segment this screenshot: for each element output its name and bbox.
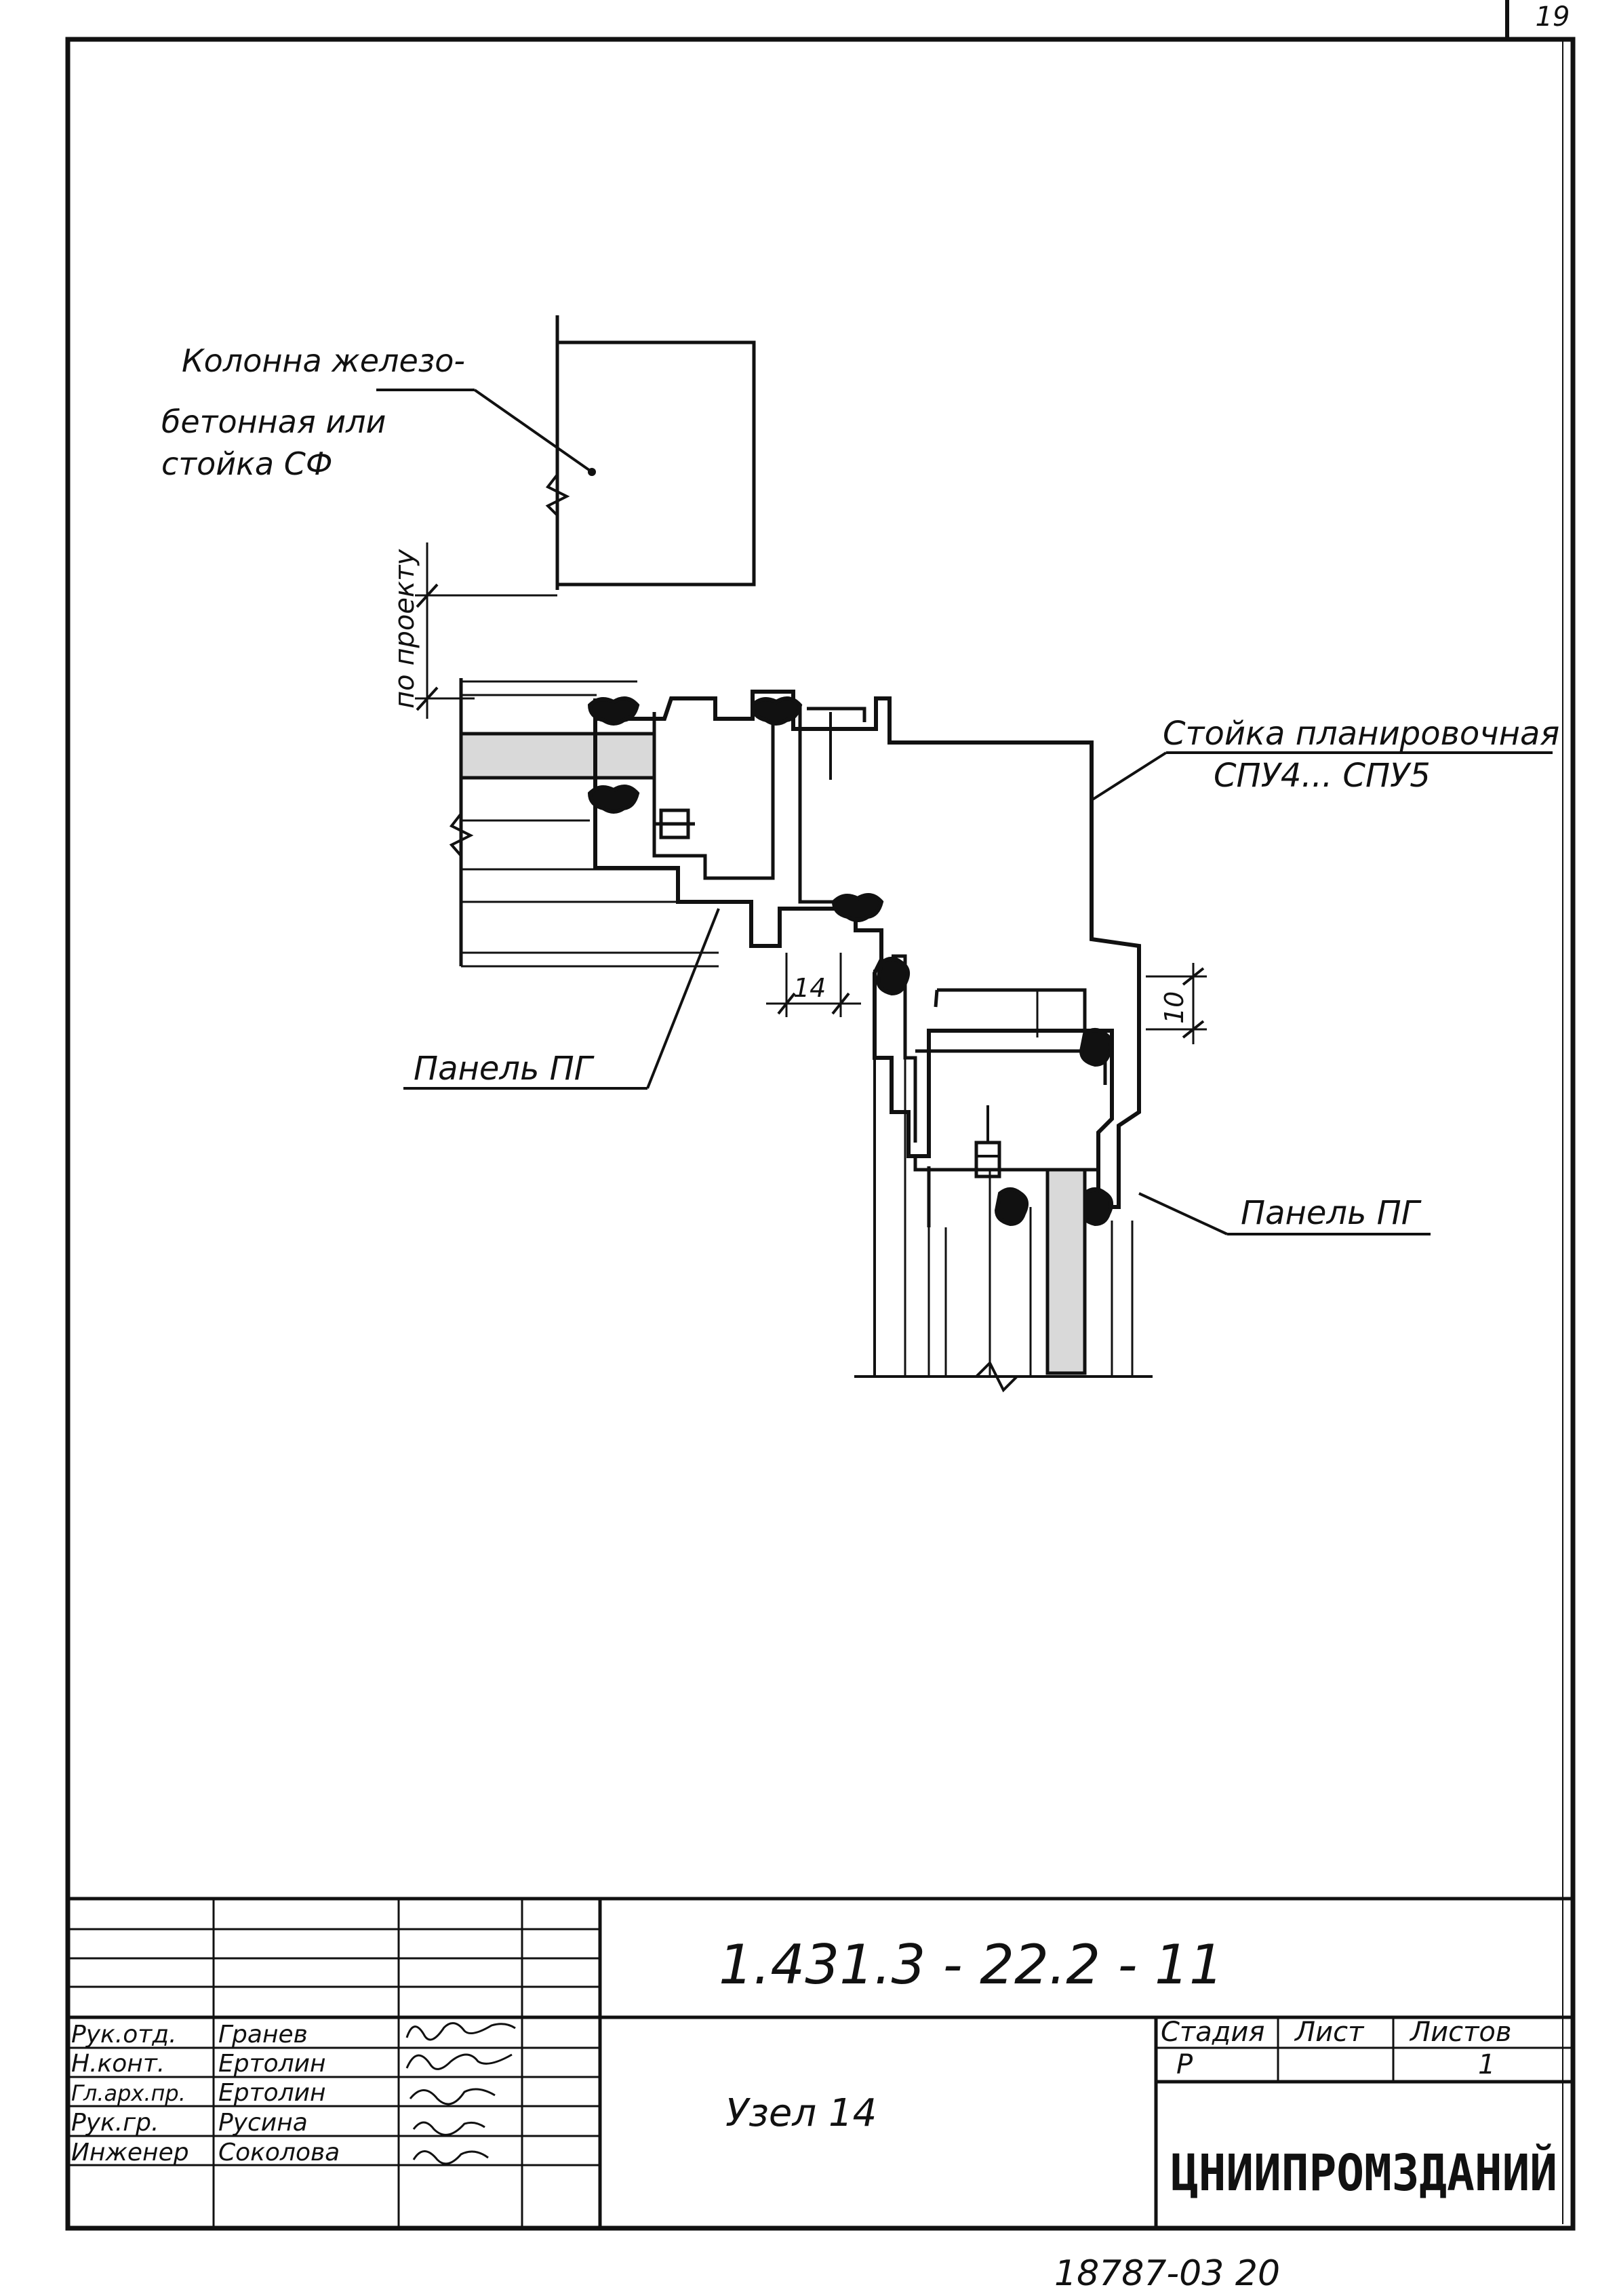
- stage-value: Р: [1176, 2049, 1193, 2080]
- column-label-line2: бетонная или: [161, 403, 386, 440]
- name-2: Ертолин: [218, 2050, 326, 2078]
- left-panel-label: Панель ПГ: [414, 1050, 595, 1088]
- sheet-title: Узел 14: [725, 2091, 877, 2135]
- signature-1: [405, 2022, 516, 2041]
- right-panel: [854, 970, 1153, 1393]
- sheet-number: 19: [1536, 1, 1570, 33]
- sheets-value: 1: [1478, 2049, 1495, 2080]
- name-5: Соколова: [218, 2139, 340, 2166]
- stand-profile: [593, 690, 1141, 1227]
- role-4: Рук.гр.: [71, 2109, 159, 2137]
- dimension-10: [1146, 963, 1207, 1044]
- name-3: Ертолин: [218, 2079, 326, 2107]
- dimension-14: [766, 953, 861, 1017]
- name-1: Гранев: [218, 2021, 308, 2048]
- role-5: Инженер: [71, 2139, 189, 2166]
- signature-4: [412, 2121, 485, 2136]
- clips: [654, 808, 1001, 1179]
- signature-5: [412, 2150, 489, 2165]
- column-outline: [545, 315, 756, 590]
- dimension-10-label: 10: [1159, 991, 1189, 1024]
- sheet-header: Лист: [1294, 2017, 1365, 2048]
- title-block: [68, 1897, 1573, 2228]
- stage-header: Стадия: [1161, 2017, 1264, 2048]
- stand-label-line2: СПУ4... СПУ5: [1214, 757, 1431, 795]
- column-leader: [376, 389, 593, 473]
- left-panel-leader: [403, 908, 720, 1090]
- by-project-dimension: [415, 542, 557, 719]
- document-code: 1.431.3 - 22.2 - 11: [719, 1933, 1224, 1996]
- archive-number: 18787-03 20: [1054, 2253, 1280, 2294]
- stand-leader: [1090, 751, 1553, 801]
- stand-label-line1: Стойка планировочная: [1163, 715, 1559, 753]
- signature-2: [405, 2053, 513, 2070]
- right-panel-label: Панель ПГ: [1241, 1194, 1422, 1232]
- role-1: Рук.отд.: [71, 2021, 177, 2048]
- column-label-line1: Колонна железо-: [182, 342, 465, 379]
- signatures: [405, 2022, 516, 2165]
- name-4: Русина: [218, 2109, 308, 2137]
- right-panel-leader: [1138, 1192, 1431, 1235]
- by-project-label: по проекту: [389, 549, 420, 709]
- seals: [587, 696, 1113, 1227]
- sheet-frame: [65, 0, 1576, 2231]
- column-label-line3: стойка СФ: [161, 446, 332, 482]
- role-3: Гл.арх.пр.: [71, 2080, 186, 2106]
- left-panel: [449, 678, 719, 968]
- sheets-header: Листов: [1409, 2017, 1511, 2048]
- signature-3: [409, 2088, 496, 2105]
- role-2: Н.конт.: [71, 2050, 165, 2078]
- signature-roles: Рук.отд. Гранев Н.конт. Ертолин Гл.арх.п…: [71, 2021, 340, 2166]
- organization-name: ЦНИИПРОМЗДАНИЙ: [1171, 2143, 1557, 2202]
- dimension-14-label: 14: [793, 973, 826, 1003]
